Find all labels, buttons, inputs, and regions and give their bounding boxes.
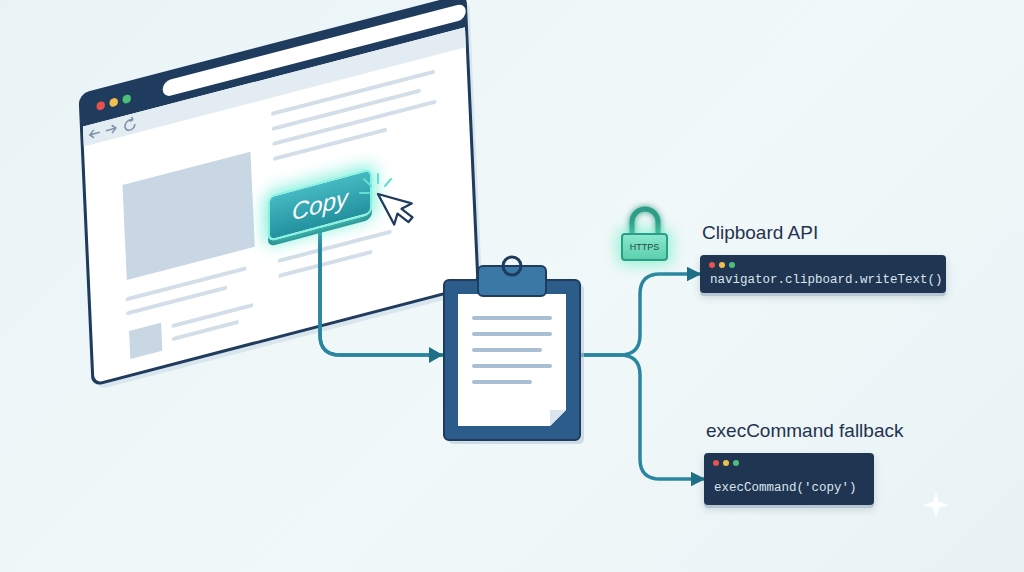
connector-arrow [320,228,704,479]
code-box: execCommand fallbackexecCommand('copy') [704,453,874,505]
section-heading: execCommand fallback [706,420,903,442]
arrow-head [429,347,443,363]
code-box: Clipboard APInavigator.clipboard.writeTe… [700,255,946,293]
lock-shackle [632,209,658,234]
https-lock: HTTPS [621,233,668,261]
node-label: HTTPS [630,242,660,252]
clipboard-icon [444,257,584,444]
browser-window [80,0,482,391]
copy-button: Copy [268,168,372,242]
connector-arrow [320,228,700,355]
code-text: navigator.clipboard.writeText() [700,272,946,288]
section-heading: Clipboard API [702,222,818,244]
code-text: execCommand('copy') [704,480,874,496]
sparkle [923,492,949,518]
node-label: Copy [292,183,348,226]
